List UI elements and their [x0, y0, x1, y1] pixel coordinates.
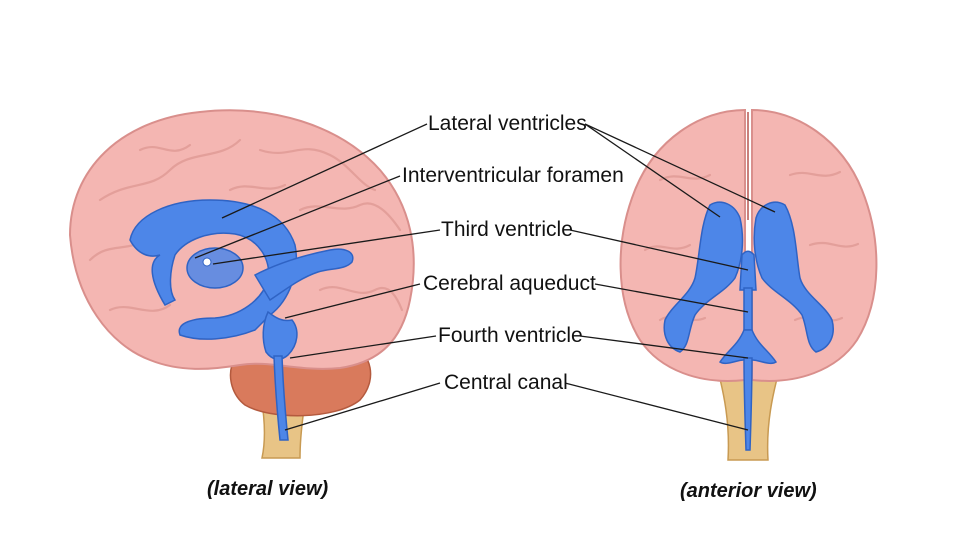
lateral-gyrus-7	[138, 143, 192, 152]
leader-third-ventricle-left	[212, 229, 441, 265]
structure-labels: Lateral ventricles Interventricular fora…	[402, 112, 624, 394]
anterior-gyrus-3	[788, 170, 842, 177]
anterior-central-canal	[743, 357, 753, 451]
label-fourth-ventricle: Fourth ventricle	[438, 324, 583, 347]
leader-lateral-ventricles-right-a	[584, 123, 721, 218]
anterior-brain-illustration	[619, 108, 878, 461]
lateral-third-ventricle	[186, 247, 244, 289]
lateral-interventricular-foramen	[202, 257, 212, 267]
anterior-ventricular-system	[663, 201, 834, 451]
anterior-gyrus-4	[808, 241, 860, 248]
lateral-gyrus-1	[98, 138, 242, 202]
leader-cerebral-aqueduct-left	[284, 283, 421, 319]
anterior-left-lateral-ventricle	[663, 201, 744, 353]
anterior-right-lateral-ventricle	[753, 201, 834, 353]
anterior-left-hemisphere	[619, 108, 746, 382]
lateral-aqueduct-fourth-ventricle	[262, 310, 298, 360]
leader-interventricular-foramen	[194, 175, 401, 259]
anterior-right-hemisphere	[751, 108, 878, 382]
leader-cerebral-aqueduct-right	[594, 283, 749, 313]
anterior-aqueduct	[743, 287, 753, 331]
anterior-fourth-ventricle	[718, 329, 778, 365]
leader-central-canal-left	[284, 382, 441, 431]
anterior-third-ventricle	[739, 250, 757, 291]
lateral-gyrus-5	[108, 303, 172, 312]
lateral-gyrus-6	[318, 286, 404, 312]
lateral-central-canal	[273, 355, 289, 441]
lateral-brain-illustration	[68, 109, 415, 459]
label-central-canal: Central canal	[444, 371, 568, 394]
label-cerebral-aqueduct: Cerebral aqueduct	[423, 272, 596, 295]
leader-lines	[194, 123, 776, 431]
label-interventricular-foramen: Interventricular foramen	[402, 164, 624, 187]
label-lateral-ventricles: Lateral ventricles	[428, 112, 587, 135]
leader-third-ventricle-right	[569, 229, 749, 271]
lateral-gyrus-8	[228, 183, 287, 192]
leader-lateral-ventricles-right-b	[584, 123, 776, 213]
lateral-temporal-horn	[253, 248, 354, 302]
label-third-ventricle: Third ventricle	[441, 218, 573, 241]
caption-anterior-view: (anterior view)	[680, 480, 817, 502]
leader-fourth-ventricle-right	[579, 335, 749, 359]
lateral-gyrus-4	[298, 202, 402, 232]
leader-fourth-ventricle-left	[289, 335, 437, 359]
caption-lateral-view: (lateral view)	[207, 478, 329, 500]
lateral-gyrus-3	[258, 148, 377, 192]
leader-lateral-ventricles-left	[221, 123, 428, 219]
leader-central-canal-right	[564, 382, 749, 431]
